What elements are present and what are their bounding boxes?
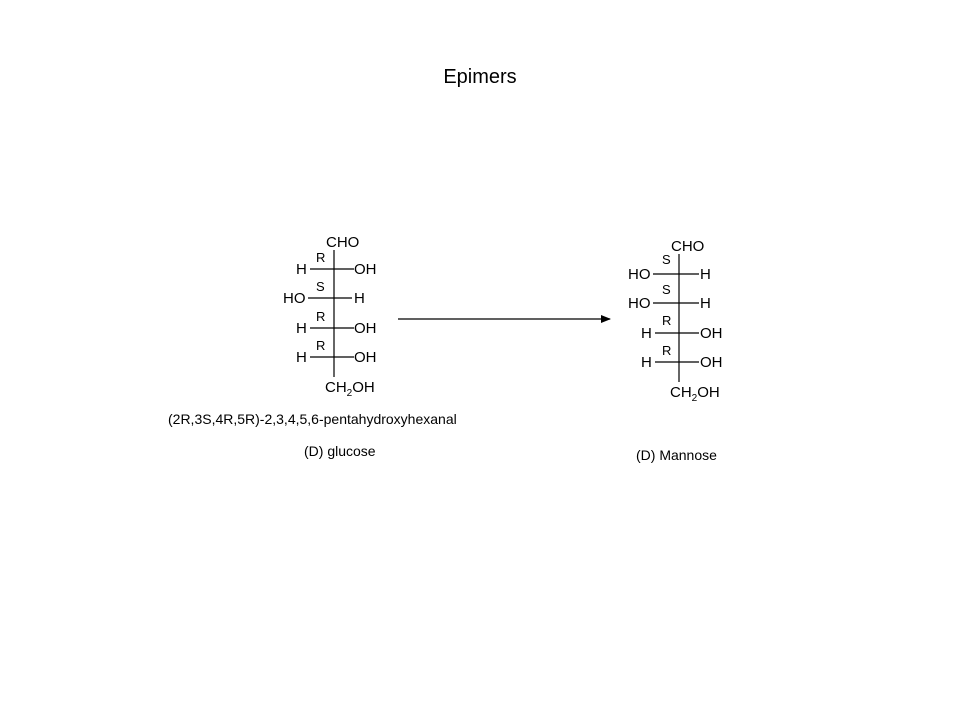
mannose-row2-right-group: H <box>700 295 711 312</box>
mannose-row2-config-label: S <box>662 282 671 297</box>
mannose-row1-left-group: HO <box>628 266 651 283</box>
slide-title: Epimers <box>443 66 517 88</box>
glucose-hydroxymethyl-group: CH2OH <box>325 379 375 399</box>
glucose-row3-right-group: OH <box>354 320 377 337</box>
mannose-aldehyde-group: CHO <box>671 238 704 255</box>
glucose-row2-left-group: HO <box>283 290 306 307</box>
glucose-row2-config-label: S <box>316 279 325 294</box>
mannose-row1-config-label: S <box>662 252 671 267</box>
glucose-aldehyde-group: CHO <box>326 234 359 251</box>
mannose-row4-config-label: R <box>662 343 671 358</box>
mannose-row3-right-group: OH <box>700 325 723 342</box>
mannose-row3-left-group: H <box>641 325 652 342</box>
glucose-iupac-name: (2R,3S,4R,5R)-2,3,4,5,6-pentahydroxyhexa… <box>168 411 457 427</box>
glucose-row1-left-group: H <box>296 261 307 278</box>
mannose-row4-left-group: H <box>641 354 652 371</box>
mannose-row3-config-label: R <box>662 313 671 328</box>
glucose-row4-right-group: OH <box>354 349 377 366</box>
glucose-row1-right-group: OH <box>354 261 377 278</box>
glucose-row4-left-group: H <box>296 349 307 366</box>
glucose-row1-config-label: R <box>316 250 325 265</box>
glucose-row3-config-label: R <box>316 309 325 324</box>
mannose-row2-left-group: HO <box>628 295 651 312</box>
mannose-row4-right-group: OH <box>700 354 723 371</box>
glucose-common-name: (D) glucose <box>304 443 376 459</box>
glucose-row3-left-group: H <box>296 320 307 337</box>
mannose-row1-right-group: H <box>700 266 711 283</box>
mannose-fischer-projection: CHO S HO H S HO H R H OH R H OH CH2OH (D… <box>628 238 723 463</box>
glucose-row4-config-label: R <box>316 338 325 353</box>
mannose-hydroxymethyl-group: CH2OH <box>670 384 720 404</box>
glucose-fischer-projection: CHO R H OH S HO H R H OH R H OH CH2OH (2… <box>168 234 457 459</box>
mannose-common-name: (D) Mannose <box>636 447 717 463</box>
glucose-row2-right-group: H <box>354 290 365 307</box>
